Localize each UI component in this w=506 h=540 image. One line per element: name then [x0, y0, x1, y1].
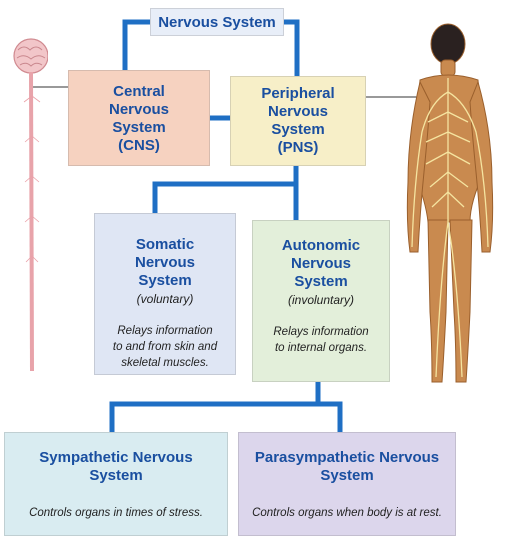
cns-title-line4: (CNS) [118, 137, 160, 154]
brain-shape [13, 38, 48, 74]
cns-box: Central Nervous System (CNS) [68, 70, 210, 166]
pns-title-line3: System [271, 121, 325, 138]
somatic-title-line3: System [138, 272, 192, 289]
autonomic-type: (involuntary) [287, 293, 355, 307]
body-nerve-lines [411, 78, 489, 378]
body-neck [440, 59, 456, 77]
somatic-title-line2: Nervous [134, 254, 196, 271]
body-head [430, 23, 466, 65]
autonomic-desc-line1: Relays information [273, 326, 369, 338]
sympathetic-box: Sympathetic Nervous System Controls orga… [4, 432, 228, 536]
autonomic-title-line2: Nervous [290, 255, 352, 272]
brain-folds [16, 46, 46, 67]
connector-root-cns [122, 19, 152, 72]
somatic-desc-line1: Relays information [117, 325, 213, 337]
connector-branch-sympathetic [109, 401, 318, 434]
parasympathetic-box: Parasympathetic Nervous System Controls … [238, 432, 456, 536]
sympathetic-desc: Controls organs in times of stress. [29, 507, 203, 519]
somatic-desc-line2: to and from skin and [112, 341, 218, 353]
autonomic-box: Autonomic Nervous System (involuntary) R… [252, 220, 390, 382]
pns-title-line1: Peripheral [261, 85, 335, 102]
cns-title-line1: Central [113, 83, 165, 100]
connector-root-pns [282, 19, 300, 78]
somatic-box: Somatic Nervous System (voluntary) Relay… [94, 213, 236, 375]
connector-branch-somatic [152, 181, 296, 215]
pns-box: Peripheral Nervous System (PNS) [230, 76, 366, 166]
sympathetic-title-line1: Sympathetic Nervous [39, 449, 193, 466]
body-right-leg [449, 219, 473, 383]
somatic-title-line1: Somatic [135, 236, 195, 253]
cns-title-line2: Nervous [108, 101, 170, 118]
nervous-system-box: Nervous System [150, 8, 284, 36]
autonomic-desc-line2: to internal organs. [274, 342, 368, 354]
parasympathetic-desc: Controls organs when body is at rest. [252, 507, 442, 519]
brain-spinal-cord-illustration [13, 38, 48, 372]
connector-branch-parasympathetic [318, 401, 343, 434]
cns-title-line3: System [112, 119, 166, 136]
somatic-desc-line3: skeletal muscles. [121, 357, 209, 369]
autonomic-title-line1: Autonomic [281, 237, 361, 254]
parasympathetic-title-line2: System [320, 467, 374, 484]
human-body-nerves-illustration [406, 23, 494, 383]
somatic-type: (voluntary) [136, 292, 194, 306]
pns-title-line4: (PNS) [277, 139, 319, 156]
sympathetic-title-line2: System [89, 467, 143, 484]
autonomic-title-line3: System [294, 273, 348, 290]
spinal-cord [29, 71, 34, 372]
nervous-system-label: Nervous System [158, 14, 276, 31]
pns-title-line2: Nervous [267, 103, 329, 120]
parasympathetic-title-line1: Parasympathetic Nervous [254, 449, 440, 466]
